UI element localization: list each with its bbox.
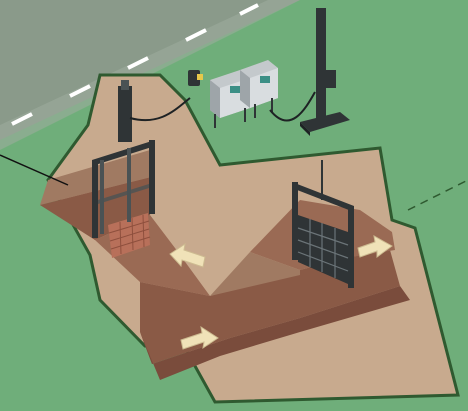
actuator-post-icon (118, 86, 132, 142)
indicator-light (197, 74, 203, 80)
